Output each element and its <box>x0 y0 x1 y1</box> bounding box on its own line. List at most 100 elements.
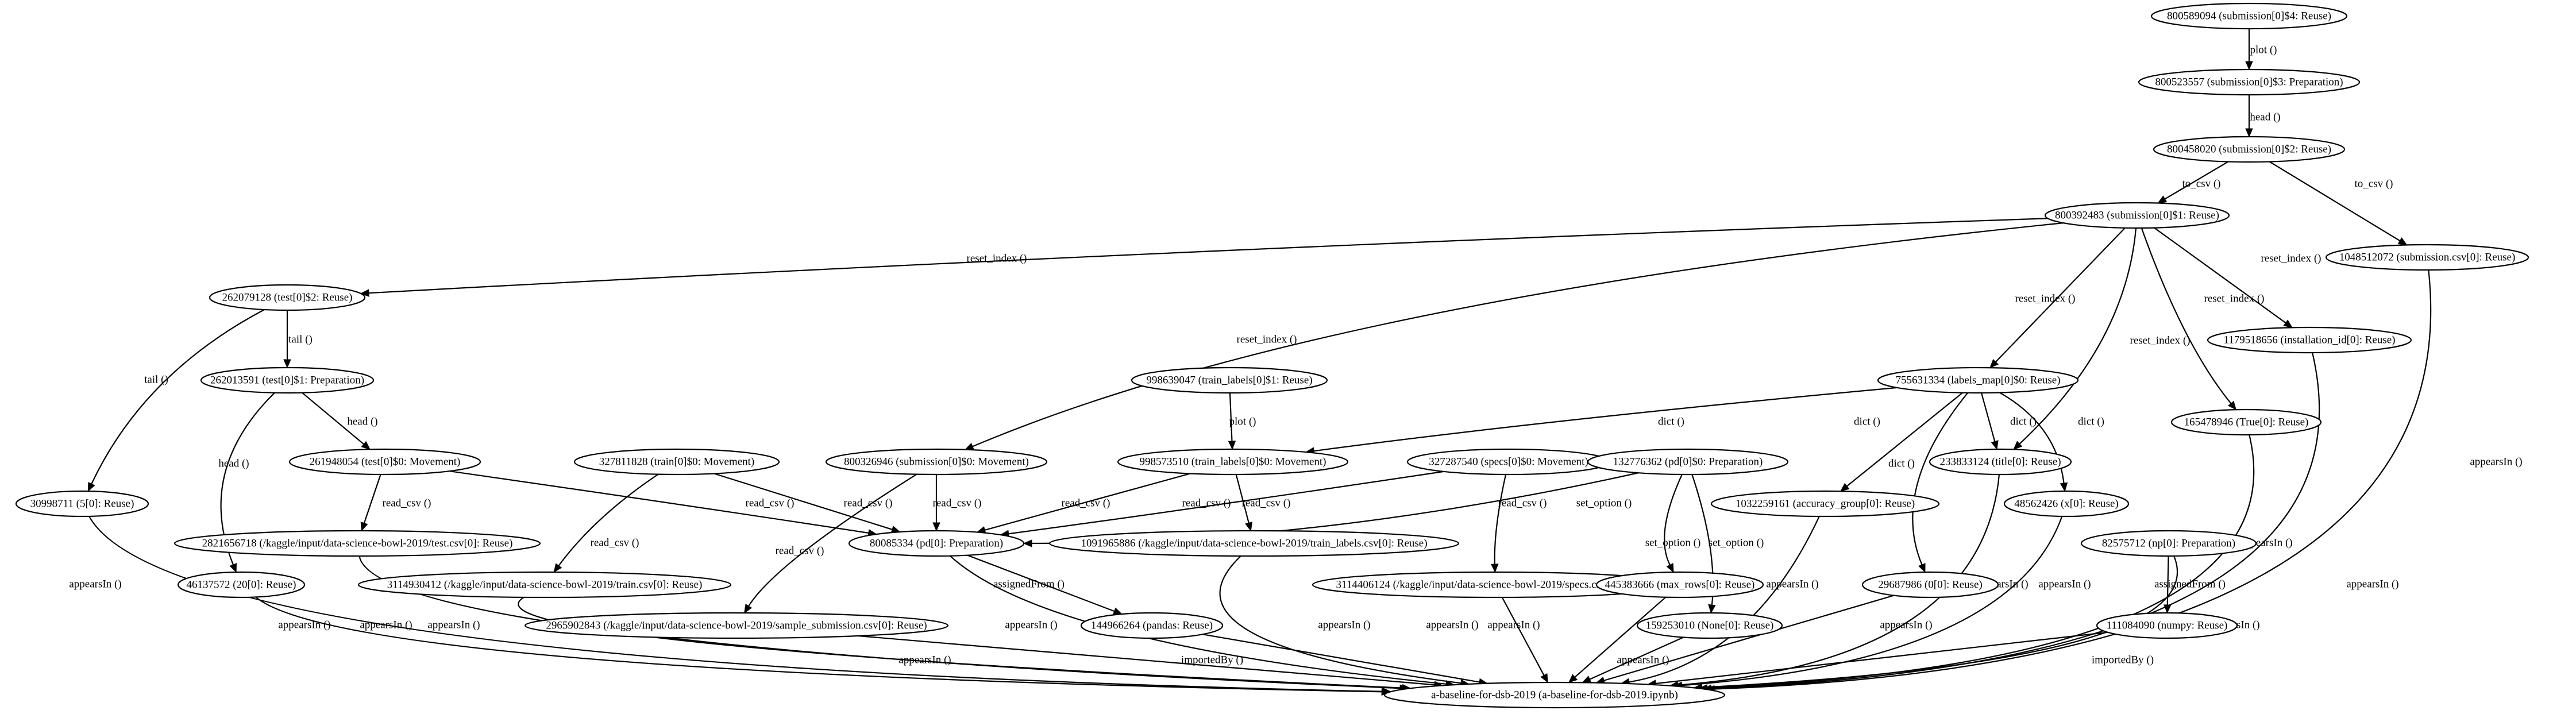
graph-node[interactable]: 800458020 (submission[0]$2: Reuse) <box>2153 136 2346 163</box>
node-label: 2965902843 (/kaggle/input/data-science-b… <box>546 619 927 631</box>
graph-node[interactable]: 800326946 (submission[0]$0: Movement) <box>825 448 1048 476</box>
node-ellipse <box>1595 571 1764 599</box>
graph-node[interactable]: 1179518656 (installation_id[0]: Reuse) <box>2207 326 2412 354</box>
graph-node[interactable]: 998639047 (train_labels[0]$1: Reuse) <box>1131 366 1328 394</box>
graph-node[interactable]: 800523557 (submission[0]$3: Preparation) <box>2138 68 2361 96</box>
edge-label: to_csv () <box>2354 177 2393 190</box>
graph-node[interactable]: 262013591 (test[0]$1: Preparation) <box>200 366 375 394</box>
edge-label: assignedFrom () <box>2154 578 2226 590</box>
notebook-root-node[interactable]: a-baseline-for-dsb-2019 (a-baseline-for-… <box>1383 681 1726 709</box>
graph-node[interactable]: 327811828 (train[0]$0: Movement) <box>573 448 780 476</box>
node-ellipse <box>2153 136 2346 163</box>
graph-node[interactable]: 46137572 (20[0]: Reuse) <box>177 571 306 599</box>
graph-node[interactable]: 80085334 (pd[0]: Preparation) <box>848 530 1025 557</box>
arrowhead-icon <box>2283 319 2293 329</box>
graph-node[interactable]: 998573510 (train_labels[0]$0: Movement) <box>1117 448 1349 476</box>
edge-line <box>1682 516 2063 686</box>
node-ellipse <box>357 571 732 599</box>
arrowhead-icon <box>1023 539 1032 547</box>
graph-node[interactable]: 3114930412 (/kaggle/input/data-science-b… <box>357 571 732 599</box>
edge-line <box>2141 227 2232 404</box>
edge: appearsIn () <box>255 596 1391 696</box>
edge-label: dict () <box>1854 415 1880 427</box>
graph-node[interactable]: 132776362 (pd[0]$0: Preparation) <box>1587 448 1789 476</box>
node-label: 1032259161 (accuracy_group[0]: Reuse) <box>1736 497 1915 510</box>
node-label: 800458020 (submission[0]$2: Reuse) <box>2167 143 2331 155</box>
edge-line <box>1589 636 1684 680</box>
node-ellipse <box>2003 490 2130 518</box>
edge-line <box>1846 392 1963 487</box>
graph-node[interactable]: 111084090 (numpy: Reuse) <box>2096 612 2238 639</box>
graph-node[interactable]: 262079128 (test[0]$2: Reuse) <box>209 284 366 311</box>
nodes-layer: 800589094 (submission[0]$4: Reuse) 800523… <box>15 2 2529 709</box>
node-label: 1091965886 (/kaggle/input/data-science-b… <box>1081 537 1427 549</box>
arrowhead-icon <box>964 442 975 450</box>
graph-node[interactable]: 3114406124 (/kaggle/input/data-science-b… <box>1312 571 1679 599</box>
edge-line <box>714 473 893 530</box>
graph-node[interactable]: 800392483 (submission[0]$1: Reuse) <box>2044 202 2230 229</box>
graph-node[interactable]: 2821656718 (/kaggle/input/data-science-b… <box>173 530 541 557</box>
arrowhead-icon <box>1582 676 1592 683</box>
graph-node[interactable]: 327287540 (specs[0]$0: Movement) <box>1406 448 1611 476</box>
node-label: 261948054 (test[0]$0: Movement) <box>310 456 461 468</box>
edge-line <box>1008 470 1444 535</box>
edge: appearsIn () <box>1219 555 1470 687</box>
edge: reset_index () <box>360 218 2048 297</box>
node-label: 2821656718 (/kaggle/input/data-science-b… <box>202 537 513 549</box>
node-ellipse <box>1080 612 1224 639</box>
graph-node[interactable]: 261948054 (test[0]$0: Movement) <box>288 448 481 476</box>
node-ellipse <box>2207 326 2412 354</box>
node-ellipse <box>2080 530 2257 557</box>
arrowhead-icon <box>361 441 371 450</box>
edge-line <box>2019 227 2137 445</box>
arrowhead-icon <box>1112 607 1123 615</box>
graph-node[interactable]: 445383666 (max_rows[0]: Reuse) <box>1595 571 1764 599</box>
edge: dict () <box>1840 392 1963 492</box>
node-label: 800326946 (submission[0]$0: Movement) <box>844 456 1029 468</box>
edge: plot () <box>1228 392 1256 450</box>
arrowhead-icon <box>2013 441 2023 450</box>
edge-label: importedBy () <box>2092 654 2154 666</box>
node-ellipse <box>1048 530 1460 557</box>
arrowhead-icon <box>1540 673 1548 684</box>
node-label: 3114406124 (/kaggle/input/data-science-b… <box>1336 578 1655 591</box>
graph-node[interactable]: 2965902843 (/kaggle/input/data-science-b… <box>524 612 949 639</box>
arrowhead-icon <box>283 359 291 369</box>
graph-node[interactable]: 144966264 (pandas: Reuse) <box>1080 612 1224 639</box>
node-ellipse <box>1929 448 2072 476</box>
edge-line <box>1714 269 2432 690</box>
arrowhead-icon <box>2245 128 2253 138</box>
edge-label: appearsIn () <box>1880 619 1932 631</box>
graph-node[interactable]: 1091965886 (/kaggle/input/data-science-b… <box>1048 530 1460 557</box>
graph-node[interactable]: 1032259161 (accuracy_group[0]: Reuse) <box>1710 490 1940 518</box>
edge-label: tail () <box>288 333 313 345</box>
edge-line <box>858 635 1435 686</box>
graph-node[interactable]: 1048512072 (submission.csv[0]: Reuse) <box>2325 244 2529 271</box>
graph-node[interactable]: 800589094 (submission[0]$4: Reuse) <box>2150 2 2348 30</box>
edge-label: appearsIn () <box>1487 619 1540 631</box>
graph-node[interactable]: 48562426 (x[0]: Reuse) <box>2003 490 2130 518</box>
edge-label: read_csv () <box>933 497 982 509</box>
edge: reset_index () <box>1989 227 2126 369</box>
graph-node[interactable]: 755631334 (labels_map[0]$0: Reuse) <box>1877 366 2079 394</box>
arrowhead-icon <box>553 563 562 573</box>
node-ellipse <box>2170 408 2322 436</box>
graph-node[interactable]: 159253010 (None[0]: Reuse) <box>1636 612 1783 639</box>
arrowhead-icon <box>360 289 369 297</box>
node-label: 755631334 (labels_map[0]$0: Reuse) <box>1895 374 2060 386</box>
node-ellipse <box>848 530 1025 557</box>
arrowhead-icon <box>744 604 753 614</box>
edge: plot () <box>2245 29 2277 71</box>
graph-node[interactable]: 29687986 (0[0]: Reuse) <box>1861 571 1999 599</box>
graph-node[interactable]: 30998711 (5[0]: Reuse) <box>15 490 149 518</box>
graph-node[interactable]: 82575712 (np[0]: Preparation) <box>2080 530 2257 557</box>
node-label: 327811828 (train[0]$0: Movement) <box>599 456 755 468</box>
edge-label: read_csv () <box>746 497 795 509</box>
edge-label: importedBy () <box>1181 654 1243 666</box>
graph-node[interactable]: 233833124 (title[0]: Reuse) <box>1929 448 2072 476</box>
edge-label: reset_index () <box>2261 252 2322 264</box>
arrowhead-icon <box>1666 563 1674 573</box>
edge-line <box>1711 352 2320 689</box>
graph-node[interactable]: 165478946 (True[0]: Reuse) <box>2170 408 2322 436</box>
